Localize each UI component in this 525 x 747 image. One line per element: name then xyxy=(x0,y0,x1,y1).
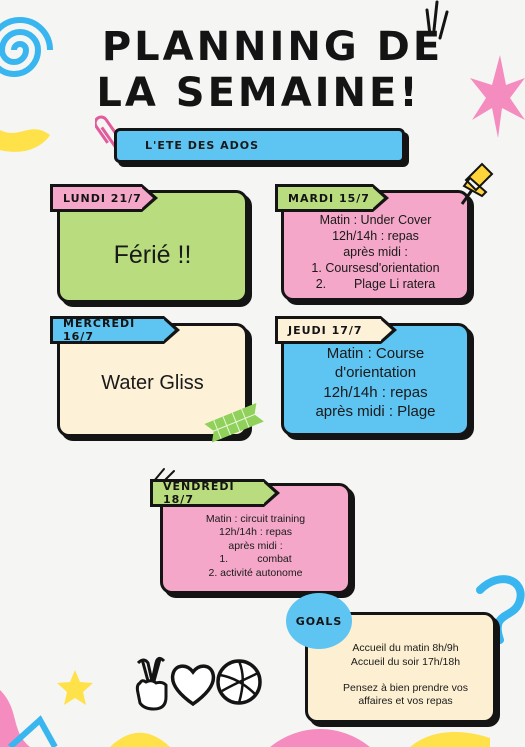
day-card-vendredi-line-3: après midi : xyxy=(228,539,283,552)
day-card-jeudi-line-3: 12h/14h : repas xyxy=(323,383,428,401)
starburst-icon xyxy=(470,55,525,138)
goals-line-5: affaires et vos repas xyxy=(358,695,453,708)
day-card-mardi-line-3: après midi : xyxy=(343,244,408,259)
day-card-lundi-line-1: Férié !! xyxy=(113,240,192,269)
star-icon xyxy=(57,670,93,705)
paint-stroke-decoration xyxy=(110,729,490,747)
day-card-mardi-line-1: Matin : Under Cover xyxy=(319,212,432,227)
day-card-mercredi-line-1: Water Gliss xyxy=(101,372,204,395)
day-tag-jeudi: JEUDI 17/7 xyxy=(275,316,397,344)
sketch-lines-decoration xyxy=(425,0,449,40)
paint-stroke-decoration xyxy=(0,690,58,747)
day-card-jeudi-line-1: Matin : Course xyxy=(326,345,425,363)
goals-line-4: Pensez à bien prendre vos xyxy=(343,682,468,694)
day-tag-lundi-label: LUNDI 21/7 xyxy=(63,191,142,205)
goals-badge-label: GOALS xyxy=(295,614,343,628)
day-tag-vendredi: VENDREDI 18/7 xyxy=(150,479,280,507)
volleyball-icon xyxy=(216,659,262,705)
goals-line-2: Accueil du soir 17h/18h xyxy=(350,655,461,668)
day-card-vendredi-line-4: 1. combat xyxy=(219,553,292,566)
subtitle-text: L'ETE DES ADOS xyxy=(145,139,260,152)
day-card-vendredi-line-2: 12h/14h : repas xyxy=(219,526,292,539)
day-tag-mercredi-label: MERCREDI 16/7 xyxy=(63,317,136,343)
day-tag-lundi: LUNDI 21/7 xyxy=(50,184,158,212)
day-tag-vendredi-label: VENDREDI 18/7 xyxy=(163,480,235,506)
day-card-mardi-line-5: 2. Plage Li ratera xyxy=(315,276,436,291)
day-card-jeudi-line-2: d'orientation xyxy=(334,364,417,382)
day-card-mardi-line-2: 12h/14h : repas xyxy=(332,228,419,243)
page-title-line-2: LA SEMAINE! xyxy=(96,70,421,116)
day-card-mardi-line-4: 1. Coursesd'orientation xyxy=(311,260,440,275)
day-tag-mardi-label: MARDI 15/7 xyxy=(288,191,370,205)
subtitle-banner: L'ETE DES ADOS xyxy=(114,128,405,163)
peace-hand-icon xyxy=(135,656,168,711)
day-card-jeudi-line-4: après midi : Plage xyxy=(315,402,436,420)
spiral-icon xyxy=(0,17,53,77)
paint-stroke-decoration xyxy=(476,575,525,644)
day-card-vendredi-line-1: Matin : circuit training xyxy=(205,512,306,525)
paint-stroke-decoration xyxy=(0,129,50,152)
day-tag-jeudi-label: JEUDI 17/7 xyxy=(288,323,363,337)
push-pin-icon xyxy=(460,162,494,205)
heart-icon xyxy=(170,664,216,707)
tape-decoration xyxy=(204,402,264,443)
day-tag-mercredi: MERCREDI 16/7 xyxy=(50,316,180,344)
page-title-line-1: PLANNING DE xyxy=(101,24,444,70)
goals-badge: GOALS xyxy=(286,593,352,649)
goals-line-1: Accueil du matin 8h/9h xyxy=(352,642,459,655)
day-card-vendredi-line-5: 2. activité autonome xyxy=(208,566,303,579)
day-tag-mardi: MARDI 15/7 xyxy=(275,184,389,212)
